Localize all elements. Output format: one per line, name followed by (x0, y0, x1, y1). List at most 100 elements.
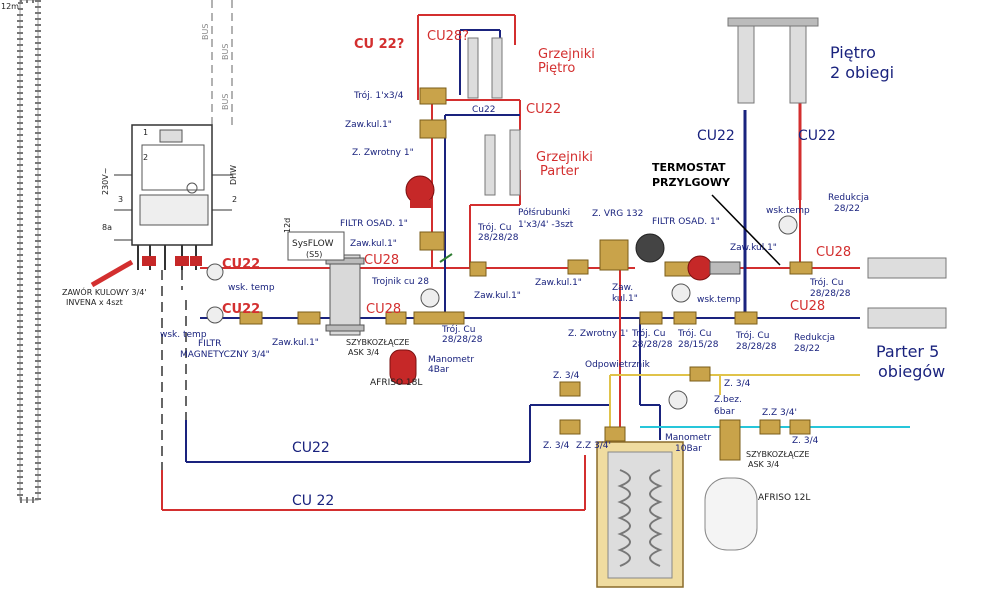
bus-label-2: BUS (201, 24, 210, 40)
label-polsrubunki-2: 1'x3/4' -3szt (518, 220, 574, 230)
label-zz34-b: Z.Z 3/4' (762, 408, 797, 418)
label-grzejniki-pietro-1: Grzejniki (538, 47, 595, 62)
label-odpowietrznik: Odpowietrznik (585, 360, 651, 370)
bus-label-1: BUS (221, 44, 230, 60)
sysflow-12d: 12d (283, 218, 292, 233)
label-cu22-bottom-left: CU22 (222, 302, 260, 317)
label-cu28-question: CU28? (427, 29, 469, 44)
label-termostat-1: TERMOSTAT (652, 161, 726, 174)
label-manometr-4: Manometr (428, 355, 474, 365)
label-zaw: Zaw. (612, 283, 633, 293)
label-zawkul-top: Zaw.kul.1" (345, 120, 392, 130)
pump-right (687, 255, 741, 281)
label-cu28-right-b: CU28 (790, 299, 825, 314)
boiler-voltage: 230V~ (101, 168, 110, 195)
temp-gauge-2 (206, 306, 224, 324)
label-cu22-red-vert: CU22 (798, 128, 836, 144)
boiler-num-1: 1 (143, 128, 148, 137)
temp-gauge-right-top (778, 215, 798, 235)
sysflow-label: SysFLOW (292, 239, 334, 249)
label-troj-cu-b5: Trój. Cu (735, 330, 769, 341)
boiler-unit: 1 2 3 2 230V~ DHW 8a (101, 124, 238, 270)
label-parter-2: obiegów (878, 362, 945, 381)
manifold-parter-radiators (484, 129, 521, 196)
blue-cu22-loop (185, 318, 661, 463)
label-cu22-red-top: CU22 (526, 102, 561, 117)
label-troj-cu-right-2: 28/28/28 (810, 289, 851, 299)
label-afriso-12: AFRISO 12L (758, 493, 810, 503)
label-cu22-question: CU 22? (354, 37, 404, 52)
label-zawkul-mid: Zaw.kul.1" (474, 291, 521, 301)
label-szybkozlacze-r1: SZYBKOZŁĄCZE (746, 450, 809, 459)
label-z34-d: Z. 3/4 (792, 436, 819, 446)
label-troj-cu-b3: Trój. Cu (631, 328, 665, 339)
floor-manifold-pietro (727, 17, 819, 104)
label-grzejniki-parter-1: Grzejniki (536, 150, 593, 165)
label-szybkozlacze-r2: ASK 3/4 (748, 460, 779, 469)
bus-label-3: BUS (221, 94, 230, 110)
label-polsrubunki-1: Półśrubunki (518, 207, 570, 218)
label-z-zwrotny-b: Z. Zwrotny 1' (568, 329, 628, 339)
label-kul: kul.1" (612, 294, 638, 304)
label-cu22-long-red: CU 22 (292, 493, 334, 509)
label-manometr-10-2: 10Bar (675, 444, 702, 454)
label-cu22-long-blue: CU22 (292, 440, 330, 456)
termostat-pointer (711, 194, 781, 266)
supply-pipes-red (200, 14, 860, 269)
left-scale-column: 12m (0, 0, 41, 503)
label-trojnik-cu28: Trojnik cu 28 (371, 277, 429, 287)
label-z34-b: Z. 3/4 (724, 379, 751, 389)
label-zbez: Z.bez. (714, 395, 742, 405)
label-troj-cu-top-2: 28/28/28 (478, 233, 519, 243)
label-wsk-temp-bottom: wsk. temp (160, 330, 207, 340)
label-zawkul-right: Zaw.kul.1" (730, 243, 777, 253)
label-wsk-temp-left: wsk. temp (228, 283, 275, 293)
label-manometr-10: Manometr (665, 433, 711, 443)
label-cu22-blue-vert: CU22 (697, 128, 735, 144)
label-szybkozlacze-2: ASK 3/4 (348, 348, 379, 357)
label-troj-cu-top: Trój. Cu (477, 222, 511, 233)
boiler-dashed-connections (161, 270, 187, 470)
manometer-10bar (668, 390, 688, 410)
expansion-vessel-12l (704, 477, 758, 551)
label-filtr-magnet-1: FILTR (198, 339, 221, 349)
label-manometr-4-2: 4Bar (428, 365, 449, 375)
label-filtr-magnet-2: MAGNETYCZNY 3/4" (180, 350, 270, 360)
valve-pointer (90, 259, 134, 288)
label-wsk-temp-right-top: wsk.temp (766, 206, 810, 216)
label-redukcja-top-2: 28/22 (834, 204, 860, 214)
pump-top (405, 175, 435, 208)
label-zawkul-zaw: Zaw.kul.1" (535, 278, 582, 288)
label-troj-1x34: Trój. 1'x3/4 (353, 90, 404, 101)
label-wsk-temp-right-b: wsk.temp (697, 295, 741, 305)
expansion-vessel-18l (389, 349, 417, 385)
label-filtr-osad-left: FILTR OSAD. 1" (340, 219, 408, 229)
label-termostat-2: PRZYLGOWY (652, 176, 731, 189)
label-redukcja-b-2: 28/22 (794, 344, 820, 354)
label-cu28-right-top: CU28 (816, 245, 851, 260)
label-parter-1: Parter 5 (876, 342, 939, 361)
label-pietro-1: Piętro (830, 43, 876, 62)
temp-gauge-right-bottom (671, 283, 691, 303)
label-zz34-a: Z.Z 3/4' (576, 441, 611, 451)
label-troj-cu-b2: 28/28/28 (442, 335, 483, 345)
scale-label: 12m (1, 2, 19, 11)
trojnik-arrow (439, 253, 453, 263)
label-troj-cu-b4: Trój. Cu (677, 328, 711, 339)
label-afriso-18: AFRISO 18L (370, 378, 422, 388)
boiler-8a: 8a (102, 223, 112, 232)
label-troj-cu-b3-2: 28/28/28 (632, 340, 673, 350)
sysflow-box: SysFLOW (S5) 12d (283, 218, 345, 261)
boiler-num-2b: 2 (232, 195, 237, 204)
label-cu28-mid: CU28 (364, 253, 399, 268)
label-szybkozlacze-1: SZYBKOZŁĄCZE (346, 338, 409, 347)
label-z-zwrotny-top: Z. Zwrotny 1" (352, 148, 414, 158)
label-troj-cu-right: Trój. Cu (809, 277, 843, 288)
sysflow-separator (325, 254, 365, 336)
temp-gauge-1 (206, 263, 224, 281)
floor-manifold-parter (867, 257, 947, 329)
label-zawkul-left: Zaw.kul.1" (350, 239, 397, 249)
valve-note-line1: ZAWÓR KULOWY 3/4' (62, 286, 147, 297)
label-cu28-bottom: CU28 (366, 302, 401, 317)
